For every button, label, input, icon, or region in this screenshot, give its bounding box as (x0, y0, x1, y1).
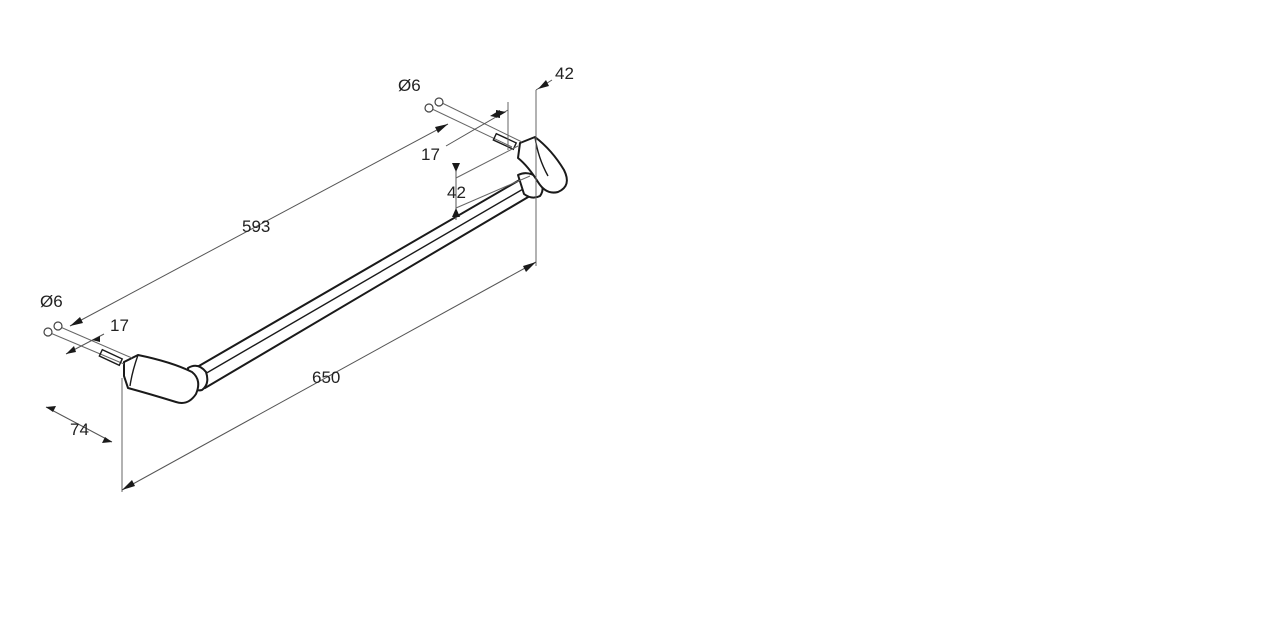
extension-line-42-inner-2 (455, 175, 531, 209)
arrow-42-inner-top (452, 163, 460, 172)
right-screw-shaft-1 (429, 107, 513, 148)
arrow-17-left-b (92, 336, 100, 342)
dimension-label-screw-offset-right: 17 (421, 145, 440, 164)
left-screw-plug (98, 348, 124, 367)
dimension-label-screw-diameter-left: Ø6 (40, 292, 63, 311)
arrow-650-left (122, 480, 135, 490)
arrow-650-right (523, 262, 536, 272)
left-screw-head-1 (43, 327, 53, 337)
dimension-labels: Ø6 42 17 42 593 Ø6 17 650 74 (40, 64, 574, 439)
arrow-42-inner-bottom (452, 208, 460, 217)
left-screw-head-2 (53, 321, 63, 331)
dimension-label-overall-length: 650 (312, 368, 340, 387)
arrow-17-right-b (496, 110, 506, 118)
extension-line-42-inner (455, 145, 519, 179)
arrow-17-left-a (66, 346, 76, 354)
right-screw-plug (492, 132, 518, 151)
dimension-label-bar-span: 593 (242, 217, 270, 236)
left-bracket-detail (129, 354, 139, 387)
dimension-label-screw-diameter-right: Ø6 (398, 76, 421, 95)
arrow-593-left (70, 317, 83, 326)
right-screw-head-1 (424, 103, 434, 113)
left-screw-shaft-2 (57, 325, 133, 359)
left-wall-bracket (123, 354, 200, 404)
dimension-lines (45, 79, 553, 492)
dimension-line-650 (121, 261, 537, 491)
dimension-line-593 (69, 123, 449, 327)
dimension-label-depth: 74 (70, 420, 89, 439)
dimension-label-bracket-height-outer: 42 (555, 64, 574, 83)
arrow-42-outer (538, 80, 549, 89)
arrow-74-bottom (102, 437, 112, 443)
dimension-label-bar-height-inner: 42 (447, 183, 466, 202)
right-screw-shaft-2 (439, 101, 523, 143)
screws (43, 97, 523, 367)
dimension-line-74 (45, 406, 113, 443)
arrow-74-top (46, 406, 56, 412)
left-screw-shaft-1 (47, 331, 125, 365)
towel-bar-product (123, 136, 568, 404)
dimension-label-screw-offset-left: 17 (110, 316, 129, 335)
right-screw-head-2 (434, 97, 444, 107)
arrow-593-right (435, 124, 448, 133)
towel-bar-tube-highlight (197, 184, 531, 379)
